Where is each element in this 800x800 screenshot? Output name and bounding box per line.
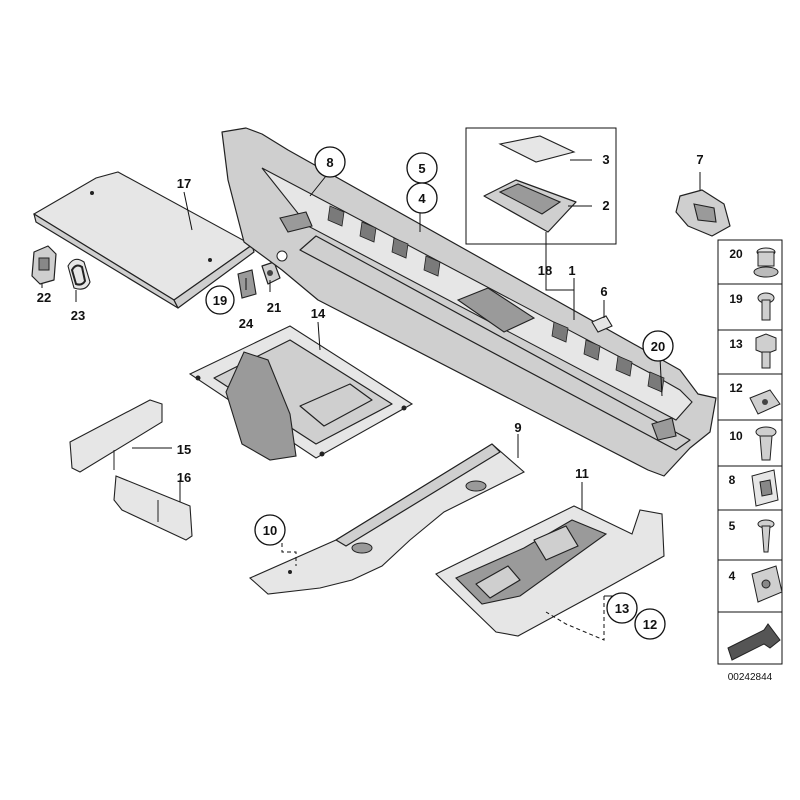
legend-icon-buffer: [753, 247, 779, 278]
circled-callout-13: 13: [606, 592, 638, 624]
legend-item-5: 5: [729, 519, 736, 533]
svg-text:8: 8: [326, 155, 333, 170]
callout-22: 22: [37, 290, 51, 305]
callout-9: 9: [514, 420, 521, 435]
part-11-wheel-well: [435, 505, 665, 637]
part-7-bracket: [675, 189, 731, 237]
legend-icon-tapping-screw: [757, 519, 775, 553]
callout-16: 16: [177, 470, 191, 485]
callout-6: 6: [600, 284, 607, 299]
callout-23: 23: [71, 308, 85, 323]
part-9-floor-rail: [248, 443, 525, 595]
callout-11: 11: [575, 466, 589, 481]
part-1-rear-panel: [221, 127, 717, 477]
legend-arrow-icon: [727, 623, 781, 661]
circled-callout-5: 5: [406, 152, 438, 184]
part-17-cover-board: [32, 171, 255, 309]
callout-2: 2: [602, 198, 609, 213]
legend-item-20: 20: [729, 247, 743, 261]
legend-item-19: 19: [729, 292, 743, 306]
fastener-legend: 20 19 13 12 10 8 5 4: [717, 239, 783, 665]
part-16-side-panel: [113, 475, 193, 541]
legend-item-10: 10: [729, 429, 743, 443]
svg-text:5: 5: [418, 161, 425, 176]
legend-icon-flange-screw: [755, 426, 777, 461]
part-24-fitting: [237, 269, 257, 299]
leader-lines: [41, 159, 701, 641]
callout-24: 24: [239, 316, 254, 331]
legend-icon-hex-bolt: [755, 333, 777, 369]
callout-15: 15: [177, 442, 191, 457]
inset-box-parts-2-3: [465, 127, 617, 245]
circled-callout-12: 12: [634, 608, 666, 640]
legend-icon-screw: [757, 292, 775, 321]
svg-text:12: 12: [643, 617, 657, 632]
callout-7: 7: [696, 152, 703, 167]
part-21-fitting: [261, 261, 281, 285]
svg-text:10: 10: [263, 523, 277, 538]
part-23-grommet: [67, 258, 91, 290]
legend-item-13: 13: [729, 337, 743, 351]
legend-item-4: 4: [729, 569, 736, 583]
circled-callout-4: 4: [406, 182, 438, 214]
legend-icon-expanding-nut: [751, 565, 783, 603]
svg-text:20: 20: [651, 339, 665, 354]
legend-icon-clip-plate: [751, 469, 779, 507]
part-14-storage-tray: [188, 325, 414, 461]
legend-item-8: 8: [729, 473, 736, 487]
callout-1: 1: [568, 263, 575, 278]
callout-14: 14: [311, 306, 326, 321]
callout-3: 3: [602, 152, 609, 167]
document-number: 00242844: [728, 672, 773, 683]
circled-callout-20: 20: [642, 330, 674, 362]
svg-text:13: 13: [615, 601, 629, 616]
svg-text:19: 19: [213, 293, 227, 308]
part-6-tab: [591, 315, 613, 333]
circled-callout-19: 19: [205, 285, 235, 315]
circled-callout-8: 8: [314, 146, 346, 178]
callout-18: 18: [538, 263, 552, 278]
legend-icon-clip-nut: [749, 389, 781, 415]
callout-21: 21: [267, 300, 281, 315]
circled-callout-10: 10: [254, 514, 286, 546]
legend-item-12: 12: [729, 381, 743, 395]
part-15-side-panel: [69, 399, 163, 473]
callout-17: 17: [177, 176, 191, 191]
part-22-clip: [31, 245, 57, 285]
svg-text:4: 4: [418, 191, 426, 206]
